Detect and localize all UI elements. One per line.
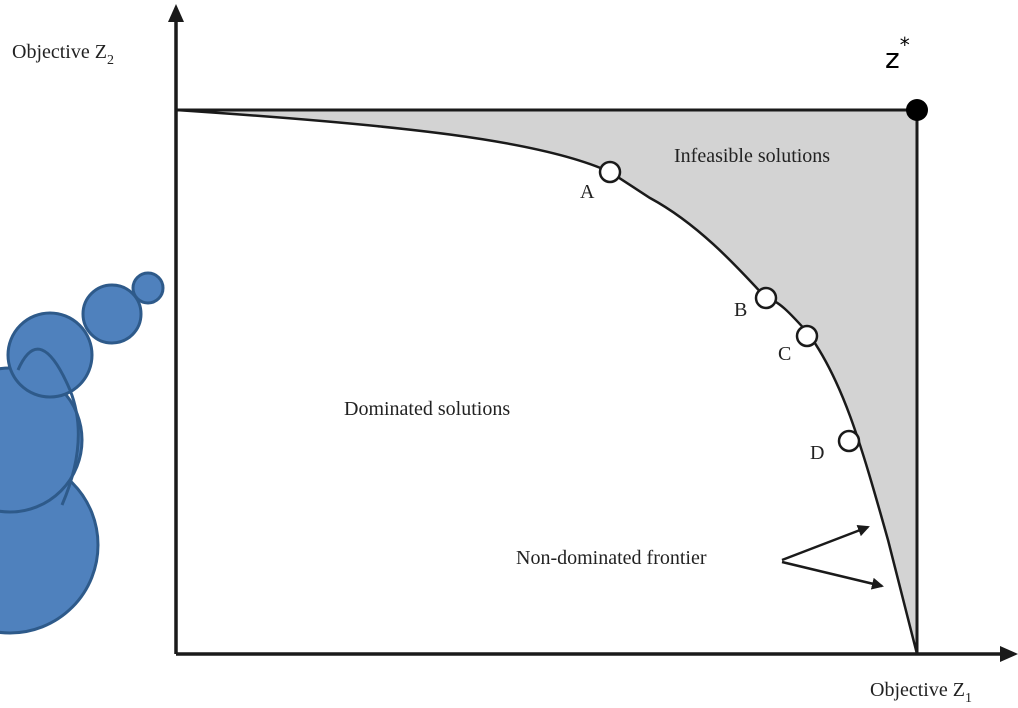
point-marker <box>795 324 819 348</box>
bubble-smaller <box>81 283 143 345</box>
frontier-label: Non-dominated frontier <box>516 547 707 569</box>
y-axis-arrow <box>168 4 184 22</box>
infeasible-region <box>176 110 917 654</box>
point-marker <box>837 429 861 453</box>
bubble-arc <box>16 347 80 506</box>
x-axis-label: Objective Z1 <box>870 679 972 706</box>
solution-point-b: B <box>734 286 778 321</box>
frontier-curve <box>175 108 919 655</box>
point-marker <box>754 286 778 310</box>
y-axis-label: Objective Z2 <box>12 41 114 68</box>
point-label: A <box>580 181 595 203</box>
decorative-bubbles <box>0 271 165 635</box>
solution-point-c: C <box>778 324 819 365</box>
solution-point-a: A <box>580 160 622 203</box>
frontier-arrow-lower <box>781 560 884 590</box>
ideal-point <box>906 99 928 121</box>
point-label: B <box>734 299 747 321</box>
bubble-tiny <box>131 271 165 305</box>
solution-point-d: D <box>810 429 861 464</box>
dominated-region-label: Dominated solutions <box>344 398 510 420</box>
point-label: D <box>810 442 824 464</box>
ideal-point-label: z* <box>885 33 910 75</box>
infeasible-region-label: Infeasible solutions <box>674 145 830 167</box>
frontier-arrow-upper <box>781 524 870 562</box>
point-label: C <box>778 343 791 365</box>
x-axis-arrow <box>1000 646 1018 662</box>
point-marker <box>598 160 622 184</box>
